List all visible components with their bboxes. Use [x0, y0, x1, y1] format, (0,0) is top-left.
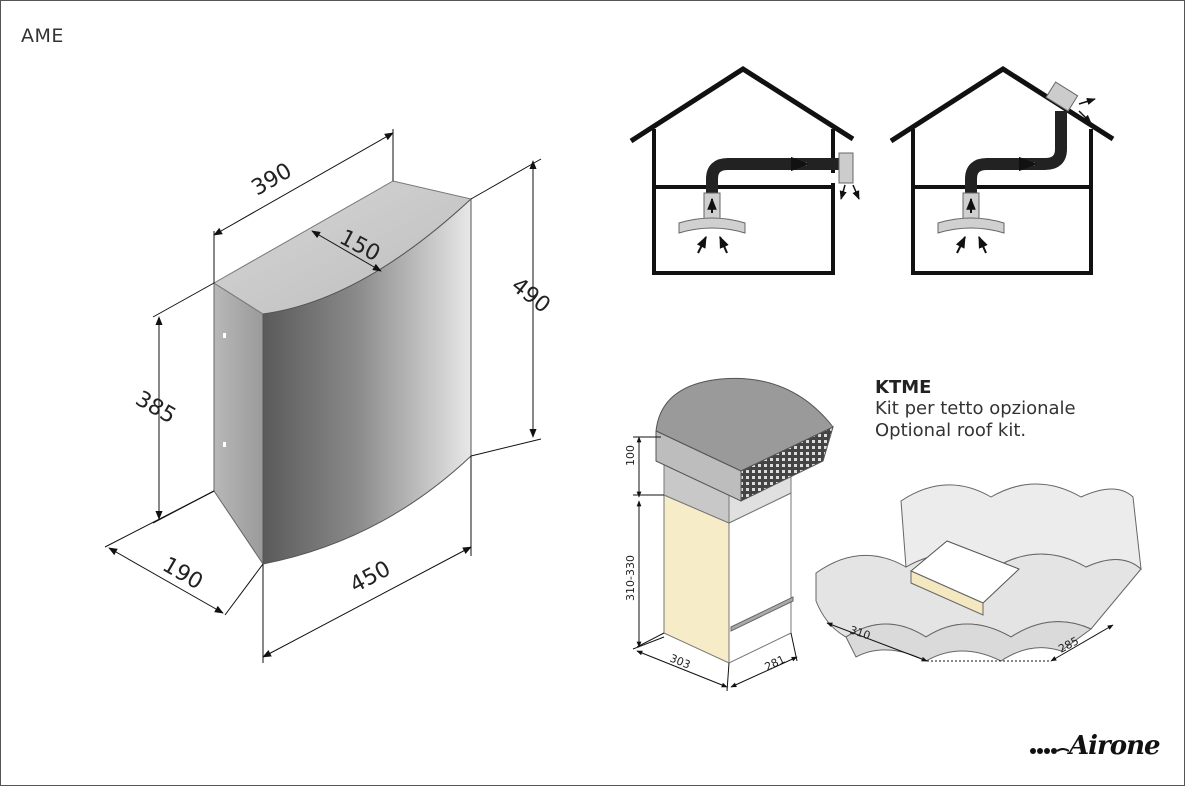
roof-tiles — [815, 483, 1142, 662]
dim-height-back: 490 — [506, 273, 554, 319]
house-diagram-wall-exhaust — [629, 66, 860, 275]
house-diagram-roof-exhaust — [889, 66, 1115, 275]
brand-logo: Airone — [1029, 731, 1169, 771]
roof-kit-desc-it: Kit per tetto opzionale — [875, 398, 1076, 419]
dim-width-top: 390 — [248, 159, 297, 202]
roof-kit-code: KTME — [875, 377, 932, 398]
hood-dimension-lines — [104, 129, 542, 663]
roof-kit-desc-en: Optional roof kit. — [875, 420, 1027, 441]
dim-opening-depth: 310 — [848, 623, 872, 642]
dim-height-side: 385 — [131, 387, 180, 430]
dim-base-width: 281 — [763, 653, 788, 674]
screw-hole — [223, 333, 226, 338]
model-code: AME — [21, 25, 64, 47]
screw-hole — [223, 442, 226, 447]
roof-kit-chimney — [655, 377, 834, 664]
roof-kit-caption: KTME Kit per tetto opzionale Optional ro… — [875, 377, 1076, 442]
brand-name: Airone — [1069, 731, 1161, 761]
dim-base-depth: 303 — [668, 652, 692, 672]
roof-kit-dimension-lines — [632, 436, 798, 692]
logo-dots-icon — [1030, 748, 1069, 754]
dim-depth-bottom: 190 — [158, 553, 207, 596]
roof-tile-dimension-lines — [826, 622, 1114, 662]
dim-body-height: 310-330 — [624, 555, 637, 601]
dim-cap-height: 100 — [624, 445, 637, 466]
dim-width-bottom: 450 — [346, 557, 395, 599]
